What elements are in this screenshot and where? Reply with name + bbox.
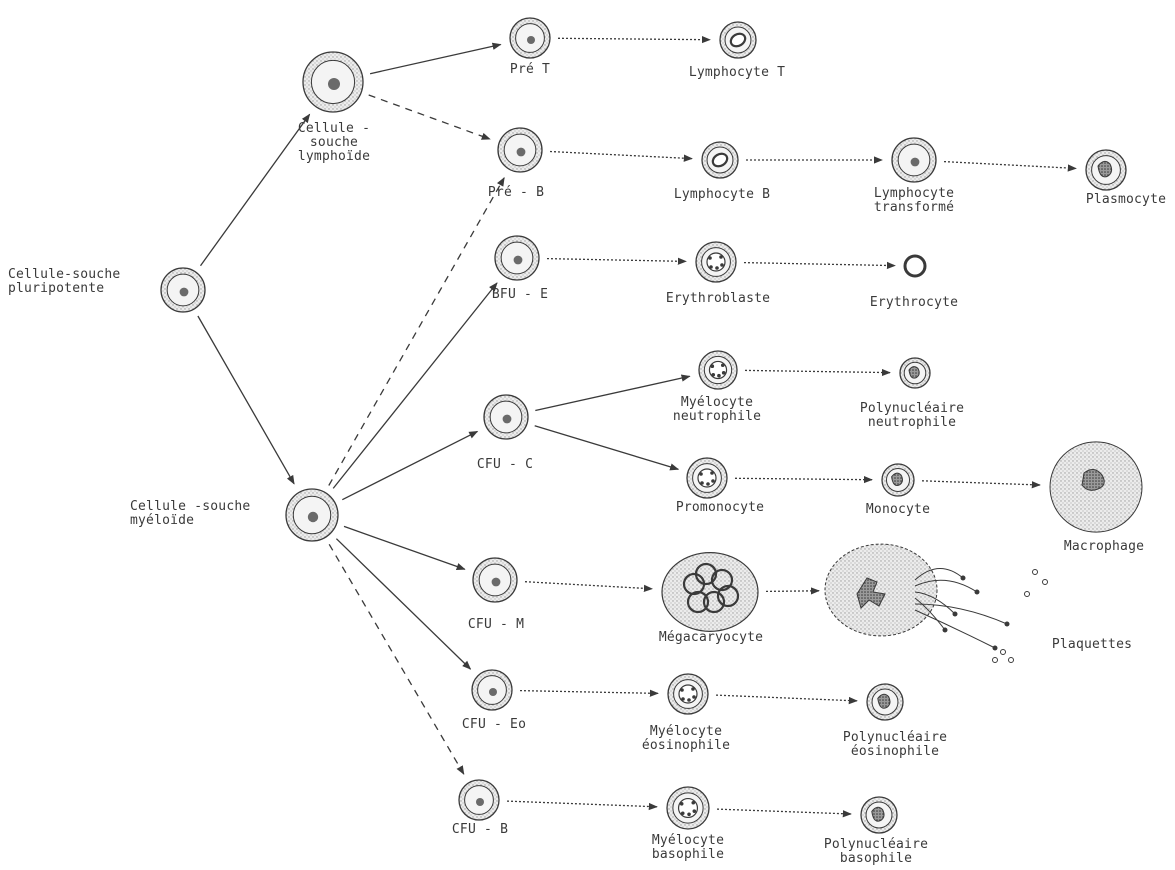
edges-layer [197,35,1077,818]
cell-pluripotent [160,267,206,313]
cell-pre-b [497,127,543,173]
label-megakaryocyte: Mégacaryocyte [658,630,764,645]
cell-cfu-b [458,779,500,821]
cell-cfu-m [472,557,518,603]
edge-lymphoid_stem-to-pre_t [369,42,502,75]
cell-promonocyte [686,457,728,499]
edge-erythroblast-to-erythrocyte [743,261,896,270]
cell-cfu-c [483,394,529,440]
cell-macrophage [1049,441,1143,533]
cell-bfu-e [494,235,540,281]
label-lymphoid-stem: Cellule - souche lymphoïde [297,121,371,164]
edge-cfu_b-to-myelocyte_basophil [506,800,658,811]
edge-cfu_eo-to-myelocyte_eosinophil [519,689,659,697]
edge-pre_b-to-lymphocyte_b [549,150,693,162]
edge-cfu_c-to-myelocyte_neutrophil [535,374,691,412]
label-plasmocyte: Plasmocyte [1085,192,1167,207]
edge-myeloid_stem-to-pre_b [328,177,505,486]
label-macrophage: Macrophage [1063,539,1145,554]
cell-monocyte [881,463,915,497]
edge-lymphocyte_transformed-to-plasmocyte [943,160,1077,172]
label-cfu-b: CFU - B [451,822,509,837]
edge-cfu_m-to-megakaryocyte [524,581,654,592]
edge-myelocyte_basophil-to-polynuclear_basophil [716,808,852,818]
edge-myeloid_stem-to-cfu_m [343,525,466,570]
cell-megakaryocyte [661,552,759,632]
cell-cfu-eo [471,669,513,711]
label-cfu-c: CFU - C [476,457,534,472]
label-myelocyte-neutrophil: Myélocyte neutrophile [672,395,762,424]
edge-pluripotent-to-myeloid_stem [197,315,295,485]
label-polynuclear-basophil: Polynucléaire basophile [823,837,929,866]
label-cfu-m: CFU - M [467,617,525,632]
label-monocyte: Monocyte [865,502,931,517]
label-polynuclear-neutrophil: Polynucléaire neutrophile [859,401,965,430]
label-cfu-eo: CFU - Eo [461,717,527,732]
cells-layer [160,17,1143,834]
edge-lymphoid_stem-to-pre_b [368,94,491,140]
cell-myelocyte-neutrophil [698,350,738,390]
cell-lymphoid-stem [302,51,364,113]
edge-megakaryocyte-to-platelets [765,587,820,595]
cell-lymphocyte-transformed [891,137,937,183]
label-erythroblast: Erythroblaste [665,291,771,306]
cell-pre-t [509,17,551,59]
label-pre-b: Pré - B [487,185,545,200]
edge-myeloid_stem-to-cfu_eo [335,538,472,670]
edge-myeloid_stem-to-cfu_b [328,543,465,775]
cell-erythroblast [695,241,737,283]
edge-myelocyte_neutrophil-to-polynuclear_neutrophil [744,368,891,377]
cell-myelocyte-eosinophil [667,673,709,715]
cell-myelocyte-basophil [666,786,710,830]
edge-myeloid_stem-to-cfu_c [342,430,479,501]
label-myelocyte-eosinophil: Myélocyte éosinophile [641,724,731,753]
label-myeloid-stem: Cellule -souche myéloïde [130,499,251,528]
cell-myeloid-stem [285,488,339,542]
label-erythrocyte: Erythrocyte [869,295,959,310]
cell-lymphocyte-t [719,21,757,59]
edge-pre_t-to-lymphocyte_t [557,35,711,44]
edge-bfu_e-to-erythroblast [546,257,687,265]
label-lymphocyte-b: Lymphocyte B [673,187,771,202]
cell-polynuclear-neutrophil [899,357,931,389]
label-lymphocyte-transformed: Lymphocyte transformé [873,186,955,215]
label-pre-t: Pré T [509,62,551,77]
edge-cfu_c-to-promonocyte [534,425,680,471]
label-bfu-e: BFU - E [491,287,549,302]
edge-promonocyte-to-monocyte [734,475,873,484]
cell-plasmocyte [1085,149,1127,191]
label-pluripotent: Cellule-souche pluripotente [8,267,121,296]
label-lymphocyte-t: Lymphocyte T [688,65,786,80]
cell-erythrocyte [903,254,927,278]
cell-platelets [824,543,1048,663]
edge-myeloid_stem-to-bfu_e [332,282,498,489]
cell-lymphocyte-b [701,141,739,179]
edge-pluripotent-to-lymphoid_stem [199,113,311,267]
label-platelets: Plaquettes [1051,637,1133,652]
label-promonocyte: Promonocyte [675,500,765,515]
edge-myelocyte_eosinophil-to-polynuclear_eosinophil [715,694,858,705]
label-myelocyte-basophil: Myélocyte basophile [651,833,725,862]
edge-monocyte-to-macrophage [921,480,1041,489]
label-polynuclear-eosinophil: Polynucléaire éosinophile [842,730,948,759]
cell-polynuclear-basophil [860,796,898,834]
cell-polynuclear-eosinophil [866,683,904,721]
